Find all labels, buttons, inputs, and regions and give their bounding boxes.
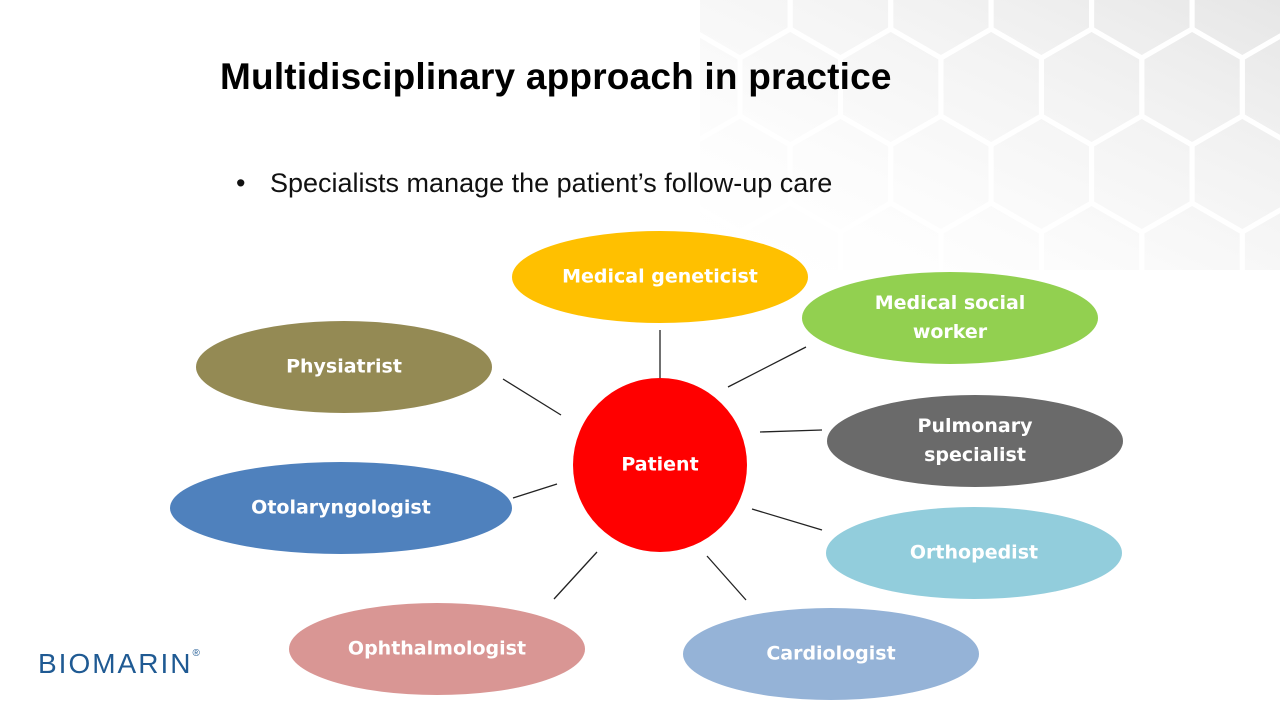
- connector-lines: [502, 330, 823, 601]
- node-label-otolaryngologist: Otolaryngologist: [251, 497, 431, 519]
- connector-orthopedist: [751, 508, 823, 531]
- node-ellipse-medical-social-worker: [802, 272, 1098, 364]
- node-otolaryngologist: Otolaryngologist: [170, 462, 512, 554]
- hexagon-cell: [1189, 287, 1280, 409]
- node-ellipse-cardiologist: [683, 608, 979, 700]
- connector-cardiologist: [706, 555, 747, 601]
- hexagon-shade: [700, 0, 1280, 270]
- bullet-text: Specialists manage the patient’s follow-…: [270, 168, 833, 198]
- slide-title: Multidisciplinary approach in practice: [220, 56, 892, 97]
- node-label-orthopedist: Orthopedist: [910, 542, 1038, 564]
- node-ellipse-physiatrist: [196, 321, 492, 413]
- node-ellipse-medical-geneticist: [512, 231, 808, 323]
- node-label-pulmonary-specialist: Pulmonary: [918, 415, 1034, 437]
- node-label-physiatrist: Physiatrist: [286, 356, 402, 378]
- connector-medical-social-worker: [727, 346, 807, 388]
- patient-circle: [573, 378, 747, 552]
- logo-text: BIOMARIN: [38, 648, 193, 679]
- node-medical-geneticist: Medical geneticist: [512, 231, 808, 323]
- center-node: Patient: [573, 378, 747, 552]
- connector-ophthalmologist: [553, 551, 598, 600]
- node-ellipse-pulmonary-specialist: [827, 395, 1123, 487]
- biomarin-logo: BIOMARIN®: [38, 648, 200, 680]
- connector-otolaryngologist: [512, 483, 558, 499]
- node-ellipse-ophthalmologist: [289, 603, 585, 695]
- node-label-medical-social-worker: Medical social: [875, 292, 1026, 314]
- node-label-pulmonary-specialist: specialist: [924, 444, 1026, 466]
- node-physiatrist: Physiatrist: [196, 321, 492, 413]
- node-medical-social-worker: Medical social worker: [802, 272, 1098, 364]
- node-label-cardiologist: Cardiologist: [766, 643, 895, 665]
- node-cardiologist: Cardiologist: [683, 608, 979, 700]
- bullet-glyph: •: [236, 168, 246, 198]
- node-label-medical-geneticist: Medical geneticist: [562, 266, 758, 288]
- patient-label: Patient: [621, 454, 698, 476]
- node-label-medical-social-worker: worker: [913, 321, 988, 343]
- connector-physiatrist: [502, 378, 562, 416]
- node-pulmonary-specialist: Pulmonary specialist: [827, 395, 1123, 487]
- connector-pulmonary-specialist: [759, 429, 823, 433]
- bullet-item: • Specialists manage the patient’s follow…: [236, 168, 832, 199]
- logo-trademark: ®: [192, 648, 200, 659]
- node-ophthalmologist: Ophthalmologist: [289, 603, 585, 695]
- node-label-ophthalmologist: Ophthalmologist: [348, 638, 526, 660]
- node-ellipse-otolaryngologist: [170, 462, 512, 554]
- node-ellipse-orthopedist: [826, 507, 1122, 599]
- node-orthopedist: Orthopedist: [826, 507, 1122, 599]
